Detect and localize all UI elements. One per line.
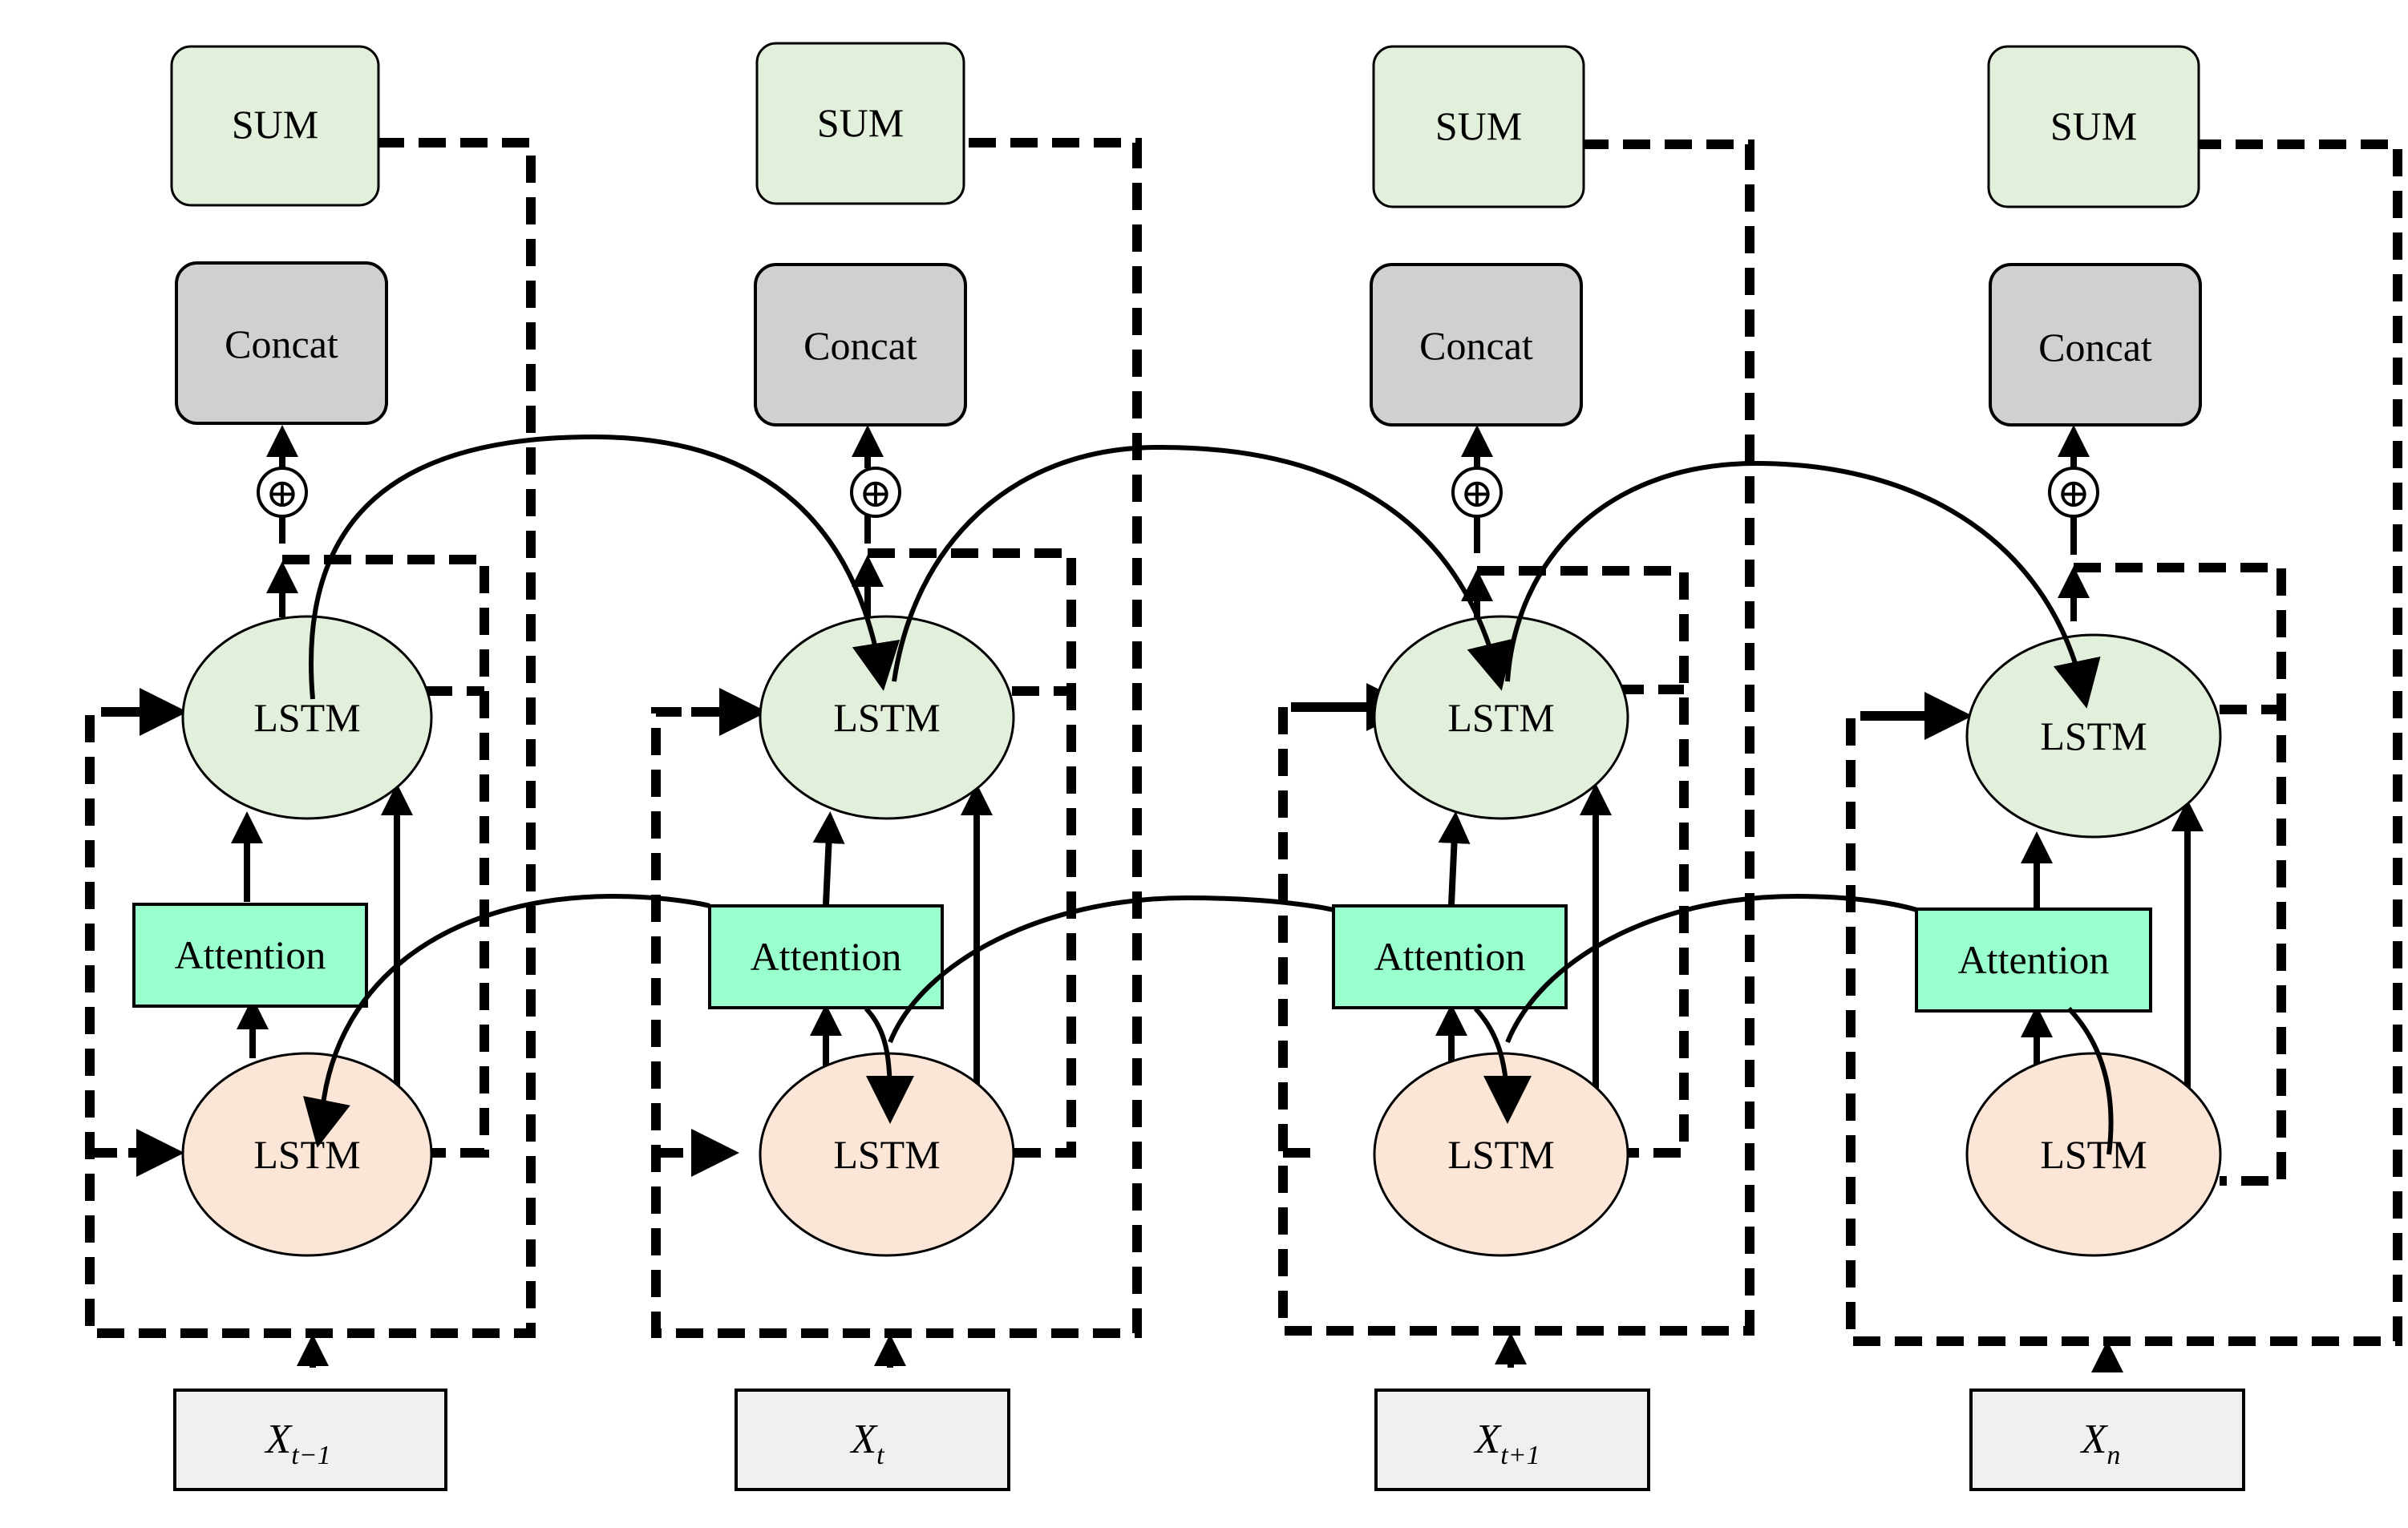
sum-label: SUM (232, 102, 318, 147)
dashed-connections-2 (651, 138, 1142, 1338)
dashed-connections-3 (1278, 139, 1754, 1336)
lstm-top-label: LSTM (253, 695, 360, 740)
plus-symbol: ⊕ (2057, 471, 2090, 515)
plus-symbol: ⊕ (1460, 471, 1494, 515)
concat-label: Concat (1419, 323, 1533, 368)
input-box (735, 1389, 1010, 1491)
attention-label: Attention (1958, 937, 2110, 982)
bottom-arc-1 (320, 893, 710, 1111)
dashed-connections-4 (1846, 139, 2402, 1346)
column-3: SUM Concat ⊕ LSTM Attention LSTM Xt+1 (1278, 45, 1754, 1491)
top-arc-1 (309, 434, 900, 700)
sum-label: SUM (1435, 103, 1522, 148)
bottom-arc-3 (1505, 893, 1917, 1044)
concat-box (1370, 263, 1583, 426)
attention-to-lstm-arrow-3 (1438, 811, 1471, 905)
sum-label: SUM (817, 100, 904, 145)
lstm-top-label: LSTM (2040, 713, 2147, 758)
column-2: SUM Concat ⊕ LSTM Attention LSTM Xt (651, 42, 1142, 1491)
lstm-top (1373, 615, 1629, 820)
plus-symbol: ⊕ (859, 471, 892, 515)
concat-box (175, 261, 388, 425)
cross-connections (302, 434, 2114, 1155)
input-label: Xt+1 (1473, 1417, 1540, 1470)
sum-box (755, 42, 965, 205)
lstm-top (181, 615, 433, 820)
lstm-bottom-label: LSTM (833, 1132, 940, 1177)
sum-box (1987, 45, 2200, 208)
bottom-arc-3b (2066, 1006, 2114, 1155)
concat-label: Concat (2038, 325, 2152, 370)
bottom-arc-2 (888, 895, 1334, 1044)
lstm-bottom (1965, 1052, 2222, 1257)
plus-circle (1451, 467, 1503, 518)
lstm-bottom (181, 1052, 433, 1257)
column-1: SUM Concat ⊕ LSTM Attention LSTM Xt−1 (85, 45, 536, 1491)
plus-circle (2048, 467, 2099, 518)
concat-label: Concat (225, 321, 338, 366)
sum-box (170, 45, 380, 207)
lstm-top-label: LSTM (1447, 695, 1554, 740)
input-label: Xt (849, 1417, 885, 1470)
bottom-arc-1b (864, 1006, 914, 1124)
lstm-bottom-label: LSTM (1447, 1132, 1554, 1177)
attention-label: Attention (175, 932, 326, 977)
attention-box (708, 904, 944, 1009)
concat-box (754, 263, 967, 426)
lstm-bottom-label: LSTM (253, 1132, 360, 1177)
input-box (173, 1389, 447, 1491)
lstm-top (1965, 633, 2222, 839)
top-arc-3 (1505, 460, 2101, 709)
concat-box (1989, 263, 2202, 426)
sum-box (1372, 45, 1585, 208)
input-label: Xt−1 (264, 1417, 330, 1470)
attention-label: Attention (751, 934, 902, 979)
lstm-top (759, 615, 1015, 820)
input-box (1969, 1389, 2245, 1491)
input-box (1374, 1389, 1650, 1491)
lstm-bottom-label: LSTM (2040, 1132, 2147, 1177)
bottom-arc-2b (1473, 1006, 1532, 1124)
sum-label: SUM (2050, 103, 2137, 148)
bottom-arc-left (302, 1096, 350, 1148)
concat-label: Concat (803, 323, 917, 368)
top-arc-2 (892, 444, 1515, 691)
plus-circle (257, 467, 308, 518)
dashed-connections-1 (85, 138, 536, 1338)
attention-box (132, 903, 368, 1008)
plus-symbol: ⊕ (265, 471, 299, 515)
input-label: Xn (2080, 1417, 2121, 1470)
attention-box (1332, 904, 1568, 1009)
plus-circle (850, 467, 901, 518)
lstm-top-label: LSTM (833, 695, 940, 740)
attention-to-lstm-arrow-2 (812, 811, 845, 905)
attention-label: Attention (1374, 934, 1526, 979)
attention-box (1915, 908, 2152, 1013)
column-4: SUM Concat ⊕ LSTM Attention LSTM Xn (1846, 45, 2402, 1491)
